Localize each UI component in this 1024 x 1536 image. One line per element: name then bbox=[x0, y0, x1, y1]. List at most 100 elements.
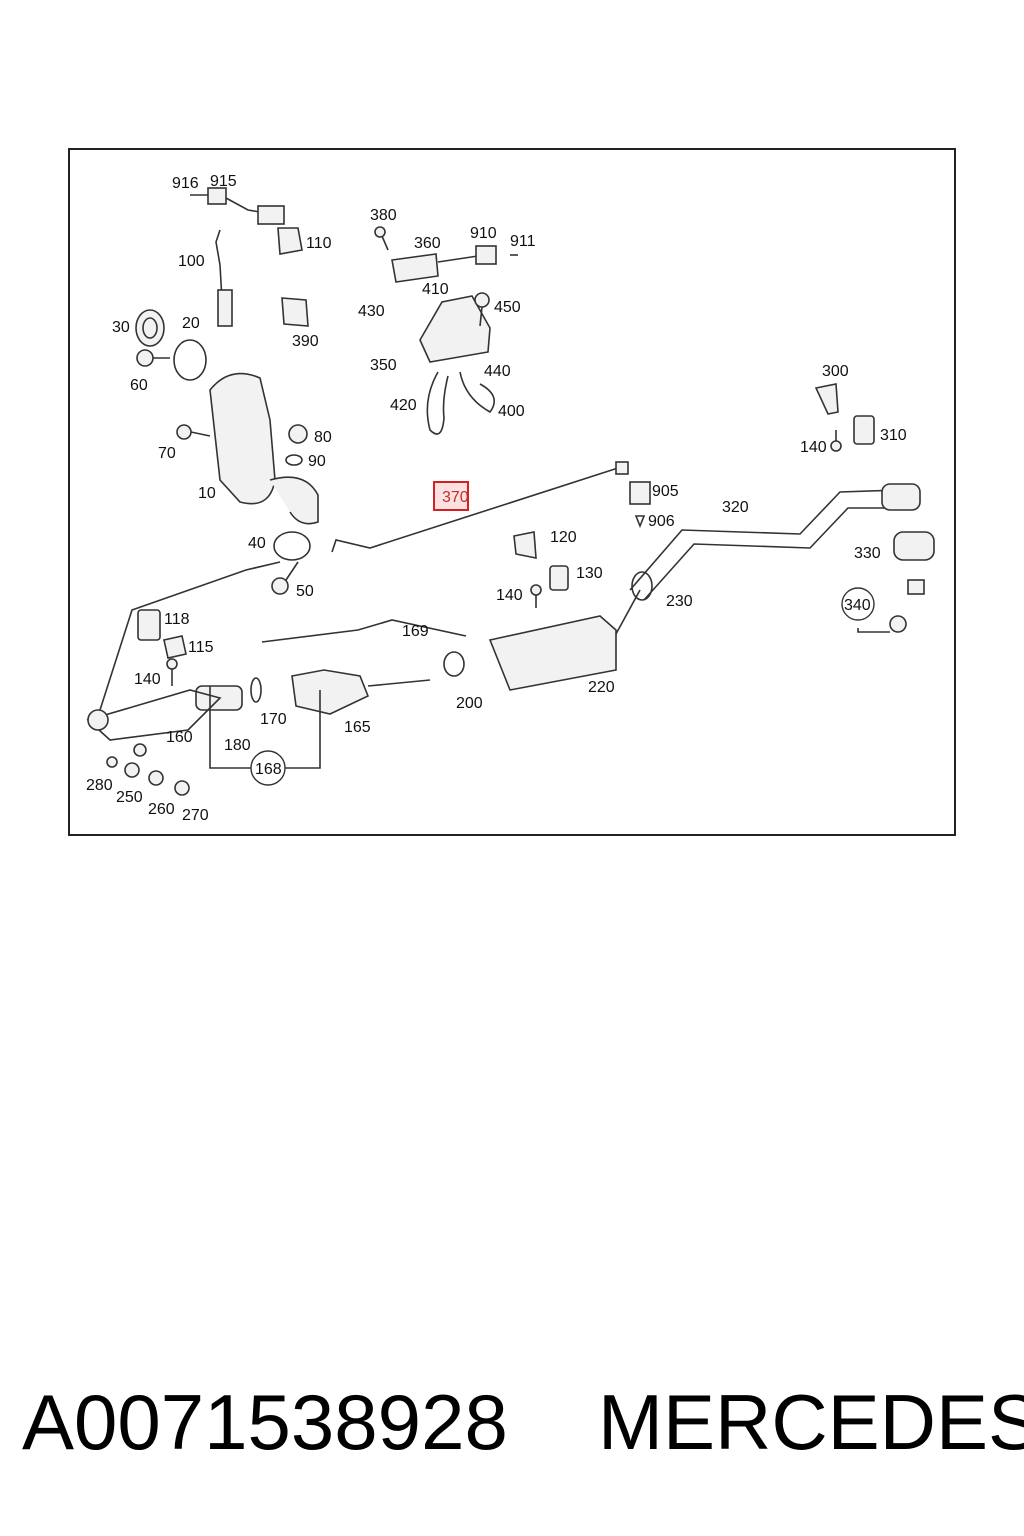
label-280: 280 bbox=[86, 777, 113, 794]
part-bolt-60 bbox=[136, 349, 170, 367]
part-nut-80 bbox=[288, 424, 308, 444]
part-gasket-30 bbox=[135, 309, 165, 347]
label-270: 270 bbox=[182, 807, 209, 824]
label-250: 250 bbox=[116, 789, 143, 806]
label-340: 340 bbox=[844, 597, 871, 614]
label-320: 320 bbox=[722, 499, 749, 516]
label-910: 910 bbox=[470, 225, 497, 242]
label-905: 905 bbox=[652, 483, 679, 500]
label-410: 410 bbox=[422, 281, 449, 298]
part-bracket-350 bbox=[419, 295, 491, 363]
label-168: 168 bbox=[255, 761, 282, 778]
label-169: 169 bbox=[402, 623, 429, 640]
label-310: 310 bbox=[880, 427, 907, 444]
part-rubber-mount-310 bbox=[853, 415, 875, 445]
part-bolt-380 bbox=[374, 226, 389, 251]
part-bracket-340 bbox=[857, 579, 925, 633]
label-915: 915 bbox=[210, 173, 237, 190]
label-40: 40 bbox=[248, 535, 266, 552]
label-100: 100 bbox=[178, 253, 205, 270]
label-168-callout: 168 bbox=[250, 750, 286, 786]
callout-labels: 916 915 110 100 380 360 910 911 410 430 … bbox=[86, 173, 907, 824]
label-300: 300 bbox=[822, 363, 849, 380]
part-hardware-250-280 bbox=[106, 743, 190, 796]
label-200: 200 bbox=[456, 695, 483, 712]
exploded-parts-diagram: 916 915 110 100 380 360 910 911 410 430 … bbox=[68, 148, 956, 836]
label-80: 80 bbox=[314, 429, 332, 446]
part-bolt-70 bbox=[176, 424, 211, 440]
label-380: 380 bbox=[370, 207, 397, 224]
part-pipe-169 bbox=[261, 619, 467, 643]
label-140-right: 140 bbox=[800, 439, 827, 456]
label-420: 420 bbox=[390, 397, 417, 414]
label-118: 118 bbox=[164, 611, 190, 628]
label-10: 10 bbox=[198, 485, 216, 502]
label-400: 400 bbox=[498, 403, 525, 420]
label-70: 70 bbox=[158, 445, 176, 462]
label-180: 180 bbox=[224, 737, 251, 754]
label-916: 916 bbox=[172, 175, 199, 192]
part-clamp-200 bbox=[443, 651, 465, 677]
part-sensor-line-370 bbox=[331, 461, 629, 553]
part-number: A0071538928 bbox=[22, 1378, 508, 1466]
label-340-callout: 340 bbox=[841, 587, 875, 621]
part-catalyst-165 bbox=[291, 669, 431, 715]
part-catalyst-10 bbox=[209, 372, 319, 525]
part-bolt-140-right bbox=[830, 430, 842, 452]
part-clamp-230 bbox=[631, 571, 653, 601]
label-360: 360 bbox=[414, 235, 441, 252]
part-bracket-120 bbox=[513, 531, 537, 559]
label-170: 170 bbox=[260, 711, 287, 728]
label-450: 450 bbox=[494, 299, 521, 316]
part-mount-130 bbox=[549, 565, 569, 591]
part-connector-905 bbox=[629, 481, 651, 505]
brand-name: MERCEDES bbox=[598, 1378, 1024, 1466]
part-crossmember-160 bbox=[86, 561, 281, 741]
part-washer-90 bbox=[285, 454, 303, 466]
label-165: 165 bbox=[344, 719, 371, 736]
part-bolt-50 bbox=[271, 561, 299, 595]
label-115: 115 bbox=[188, 639, 214, 656]
label-160: 160 bbox=[166, 729, 193, 746]
label-220: 220 bbox=[588, 679, 615, 696]
label-430: 430 bbox=[358, 303, 385, 320]
part-clamp-20 bbox=[173, 339, 207, 381]
part-lambda-sensor-100 bbox=[190, 187, 285, 327]
label-50: 50 bbox=[296, 583, 314, 600]
part-trim-330 bbox=[893, 531, 935, 561]
label-370-highlighted: 370 bbox=[442, 489, 469, 506]
part-muffler-220 bbox=[488, 589, 641, 691]
part-mount-118 bbox=[137, 609, 161, 641]
part-bolt-140-mid bbox=[530, 584, 542, 608]
label-140-mid: 140 bbox=[496, 587, 523, 604]
label-906: 906 bbox=[648, 513, 675, 530]
part-clamp-40 bbox=[273, 531, 311, 561]
part-hoses-400-420 bbox=[426, 371, 496, 435]
part-clamp-300 bbox=[814, 383, 839, 415]
label-120: 120 bbox=[550, 529, 577, 546]
label-60: 60 bbox=[130, 377, 148, 394]
label-30: 30 bbox=[112, 319, 130, 336]
label-230: 230 bbox=[666, 593, 693, 610]
part-valve-360 bbox=[391, 245, 518, 283]
label-330: 330 bbox=[854, 545, 881, 562]
part-bolt-450 bbox=[474, 292, 490, 327]
label-350: 350 bbox=[370, 357, 397, 374]
label-140-left: 140 bbox=[134, 671, 161, 688]
label-130: 130 bbox=[576, 565, 603, 582]
part-bracket-115 bbox=[163, 635, 187, 659]
part-tailpipe-320 bbox=[629, 483, 921, 601]
label-20: 20 bbox=[182, 315, 200, 332]
label-260: 260 bbox=[148, 801, 175, 818]
label-440: 440 bbox=[484, 363, 511, 380]
highlighted-part-callout: 370 bbox=[433, 481, 469, 511]
part-bracket-390 bbox=[281, 297, 309, 327]
part-bracket-110 bbox=[277, 227, 303, 255]
label-90: 90 bbox=[308, 453, 326, 470]
part-bolt-140-left bbox=[166, 658, 178, 686]
part-screw-906 bbox=[634, 515, 646, 529]
label-390: 390 bbox=[292, 333, 319, 350]
label-110: 110 bbox=[306, 235, 332, 252]
diagram-canvas: 916 915 110 100 380 360 910 911 410 430 … bbox=[86, 173, 935, 824]
label-911: 911 bbox=[510, 233, 536, 250]
